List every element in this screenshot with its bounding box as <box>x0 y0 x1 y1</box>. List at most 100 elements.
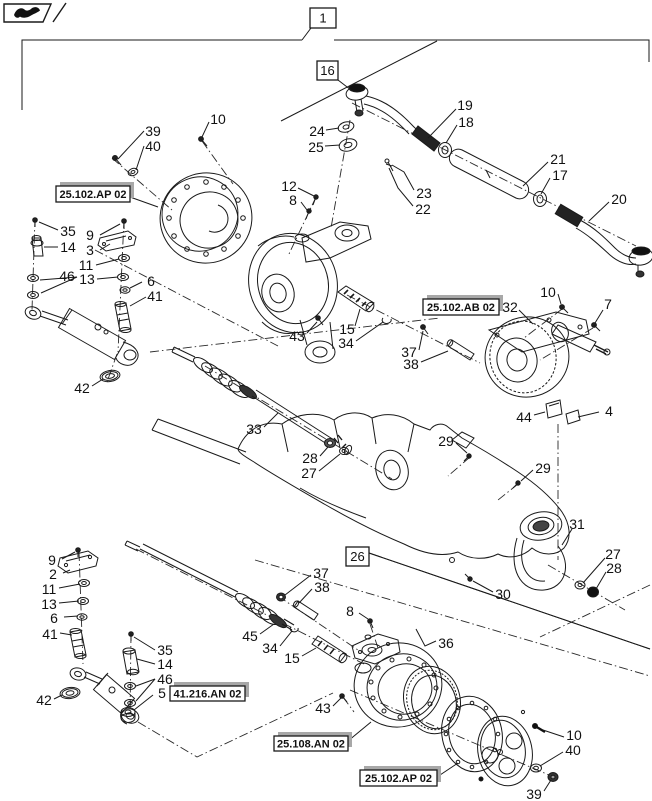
callout-leader <box>588 201 610 222</box>
callout-44[interactable]: 44 <box>516 409 532 425</box>
callout-41[interactable]: 41 <box>42 626 58 642</box>
callout-6[interactable]: 6 <box>147 273 155 289</box>
callout-21[interactable]: 21 <box>550 151 566 167</box>
callout-46[interactable]: 46 <box>59 268 75 284</box>
callout-37[interactable]: 37 <box>313 565 329 581</box>
callout-24[interactable]: 24 <box>309 123 325 139</box>
callout-3[interactable]: 3 <box>86 242 94 258</box>
callout-leader <box>39 276 78 281</box>
callout-5[interactable]: 5 <box>158 685 166 701</box>
callout-31[interactable]: 31 <box>569 516 585 532</box>
callout-leader <box>61 551 76 560</box>
callout-34[interactable]: 34 <box>338 335 354 351</box>
callout-13[interactable]: 13 <box>79 271 95 287</box>
ref-box-25-108-AN-02[interactable]: 25.108.AN 02 <box>273 732 352 752</box>
callout-28[interactable]: 28 <box>606 560 622 576</box>
spline-coupling-upper-art <box>337 285 375 313</box>
ref-box-25-102-AB-02[interactable]: 25.102.AB 02 <box>422 295 503 316</box>
callout-29[interactable]: 29 <box>438 433 454 449</box>
callout-25[interactable]: 25 <box>308 139 324 155</box>
callout-34[interactable]: 34 <box>262 640 278 656</box>
callout-leader <box>420 350 449 363</box>
callout-32[interactable]: 32 <box>502 299 518 315</box>
callout-39[interactable]: 39 <box>145 123 161 139</box>
callout-leader <box>301 647 317 657</box>
callout-leader <box>91 378 104 387</box>
callout-9[interactable]: 9 <box>48 552 56 568</box>
callout-leader <box>354 308 361 327</box>
callout-11[interactable]: 11 <box>42 581 57 597</box>
callout-8[interactable]: 8 <box>289 192 297 208</box>
callout-14[interactable]: 14 <box>157 656 173 672</box>
callout-38[interactable]: 38 <box>314 579 330 595</box>
callout-41[interactable]: 41 <box>147 288 163 304</box>
callout-leader <box>561 528 573 546</box>
callout-9[interactable]: 9 <box>86 227 94 243</box>
callout-leader <box>522 161 549 187</box>
callout-leader <box>557 293 562 305</box>
callout-37[interactable]: 37 <box>401 344 417 360</box>
callout-4[interactable]: 4 <box>605 403 613 419</box>
callout-6[interactable]: 6 <box>50 610 58 626</box>
callout-7[interactable]: 7 <box>604 296 612 312</box>
callout-19[interactable]: 19 <box>457 97 473 113</box>
callout-leader <box>539 751 564 767</box>
callout-38[interactable]: 38 <box>403 356 419 372</box>
callout-leader <box>332 697 342 707</box>
callout-42[interactable]: 42 <box>74 380 90 396</box>
callout-27[interactable]: 27 <box>301 465 317 481</box>
callout-30[interactable]: 30 <box>495 586 511 602</box>
callout-35[interactable]: 35 <box>60 223 76 239</box>
callout-leader <box>133 636 156 651</box>
callout-45[interactable]: 45 <box>242 628 258 644</box>
ref-box-25-102-AP-02[interactable]: 25.102.AP 02 <box>55 182 134 203</box>
callout-27[interactable]: 27 <box>605 546 621 562</box>
callout-13[interactable]: 13 <box>41 596 57 612</box>
callout-10[interactable]: 10 <box>210 111 226 127</box>
callout-10[interactable]: 10 <box>540 284 556 300</box>
section-box-26[interactable]: 26 <box>345 546 370 567</box>
callout-33[interactable]: 33 <box>246 421 262 437</box>
section-box-1[interactable]: 1 <box>309 7 337 29</box>
callout-18[interactable]: 18 <box>458 114 474 130</box>
callout-40[interactable]: 40 <box>565 742 581 758</box>
ref-box-25-102-AP-02[interactable]: 25.102.AP 02 <box>359 766 441 787</box>
callout-2[interactable]: 2 <box>49 566 57 582</box>
callout-23[interactable]: 23 <box>416 185 432 201</box>
callout-11[interactable]: 11 <box>79 257 94 273</box>
callout-43[interactable]: 43 <box>289 328 305 344</box>
section-box-16[interactable]: 16 <box>316 60 339 81</box>
ref-box-label: 25.108.AN 02 <box>277 739 345 751</box>
callout-15[interactable]: 15 <box>339 321 355 337</box>
callout-15[interactable]: 15 <box>284 650 300 666</box>
callout-leader <box>319 446 329 457</box>
callout-leader <box>358 612 369 620</box>
callout-14[interactable]: 14 <box>60 239 76 255</box>
ref-box-leader <box>129 196 159 208</box>
callout-10[interactable]: 10 <box>566 727 582 743</box>
callout-17[interactable]: 17 <box>552 167 568 183</box>
callout-leader <box>418 330 424 351</box>
callout-29[interactable]: 29 <box>535 460 551 476</box>
callout-35[interactable]: 35 <box>157 642 173 658</box>
callout-46[interactable]: 46 <box>157 671 173 687</box>
callout-leader <box>306 321 318 334</box>
callout-leader <box>263 412 279 428</box>
callout-8[interactable]: 8 <box>346 603 354 619</box>
callout-22[interactable]: 22 <box>415 201 431 217</box>
callout-42[interactable]: 42 <box>36 692 52 708</box>
callout-43[interactable]: 43 <box>315 700 331 716</box>
callout-39[interactable]: 39 <box>526 786 542 801</box>
callout-40[interactable]: 40 <box>145 138 161 154</box>
callout-28[interactable]: 28 <box>302 450 318 466</box>
callout-leader <box>133 694 154 711</box>
ref-box-label: 25.102.AP 02 <box>365 773 432 785</box>
callout-leader <box>543 779 552 792</box>
callout-leader <box>58 583 81 589</box>
ref-box-41-216-AN-02[interactable]: 41.216.AN 02 <box>169 682 249 702</box>
callout-leader <box>300 201 308 211</box>
callout-20[interactable]: 20 <box>611 191 627 207</box>
callout-36[interactable]: 36 <box>438 635 454 651</box>
callout-12[interactable]: 12 <box>281 178 297 194</box>
